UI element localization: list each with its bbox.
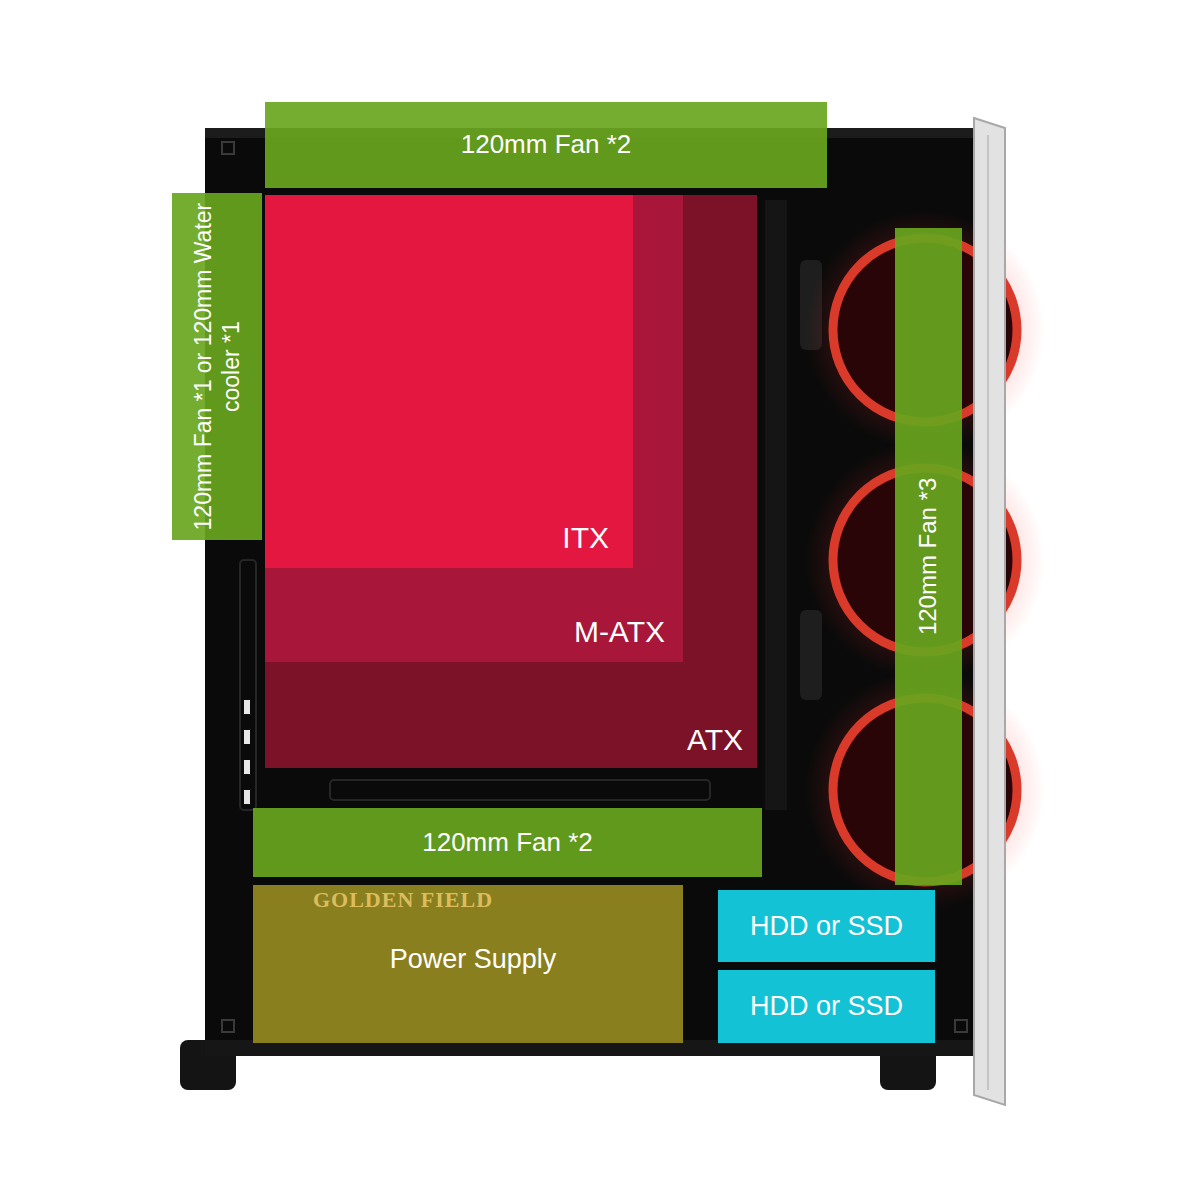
motherboard-size: ATX M-ATX ITX [265, 195, 757, 768]
fan-mount-band: 120mm Fan *1 or 120mm Water cooler *1 [172, 193, 262, 540]
motherboard-size: ITX [265, 195, 633, 568]
drive-bay: HDD or SSD [718, 890, 935, 962]
region-label: 120mm Fan *3 [914, 236, 943, 877]
region-label: Power Supply [390, 943, 557, 975]
region-label: M-ATX [574, 614, 665, 650]
glass-panel-edge [987, 135, 989, 1090]
front-fans [805, 210, 1045, 910]
fan-mount-band: 120mm Fan *3 [895, 228, 962, 885]
region-label: ATX [687, 722, 743, 758]
region-label: ITX [562, 520, 609, 556]
brand-watermark: GOLDEN FIELD [313, 887, 493, 913]
region-label: 120mm Fan *2 [461, 129, 632, 160]
region-label: HDD or SSD [750, 990, 903, 1022]
fan-mount-band: 120mm Fan *2 [265, 102, 827, 188]
cable-divider [765, 200, 787, 810]
region-label: HDD or SSD [750, 910, 903, 942]
fan-mount-band: 120mm Fan *2 [253, 808, 762, 877]
glass-panel [974, 118, 1005, 1105]
region-label: 120mm Fan *1 or 120mm Water cooler *1 [189, 201, 244, 532]
power-supply-bay: GOLDEN FIELD Power Supply [253, 885, 683, 1043]
side-vents [244, 700, 250, 804]
region-label: 120mm Fan *2 [422, 827, 593, 858]
motherboard-size: M-ATX ITX [265, 195, 683, 662]
drive-bay: HDD or SSD [718, 970, 935, 1043]
